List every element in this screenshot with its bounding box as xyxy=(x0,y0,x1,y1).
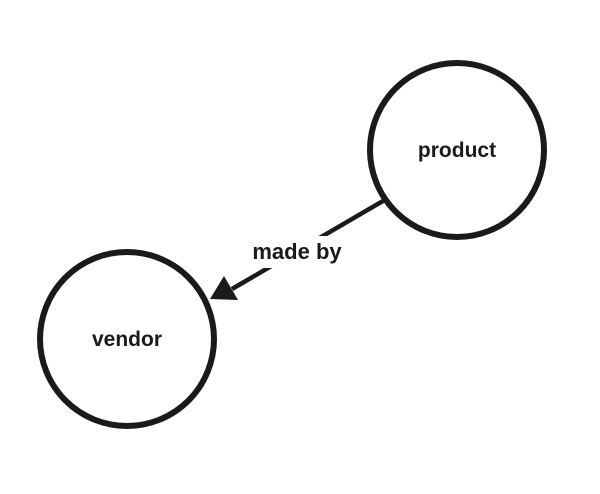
arrowhead-icon xyxy=(210,276,238,300)
node-vendor-label: vendor xyxy=(92,328,162,351)
edge-label: made by xyxy=(252,239,342,264)
node-vendor-circle xyxy=(37,249,217,429)
node-vendor: vendor xyxy=(37,249,217,429)
edge-label-background xyxy=(242,236,352,268)
node-product-label: product xyxy=(418,139,496,162)
node-product-circle xyxy=(367,60,547,240)
node-product: product xyxy=(367,60,547,240)
edge-made-by: made by xyxy=(210,199,385,300)
